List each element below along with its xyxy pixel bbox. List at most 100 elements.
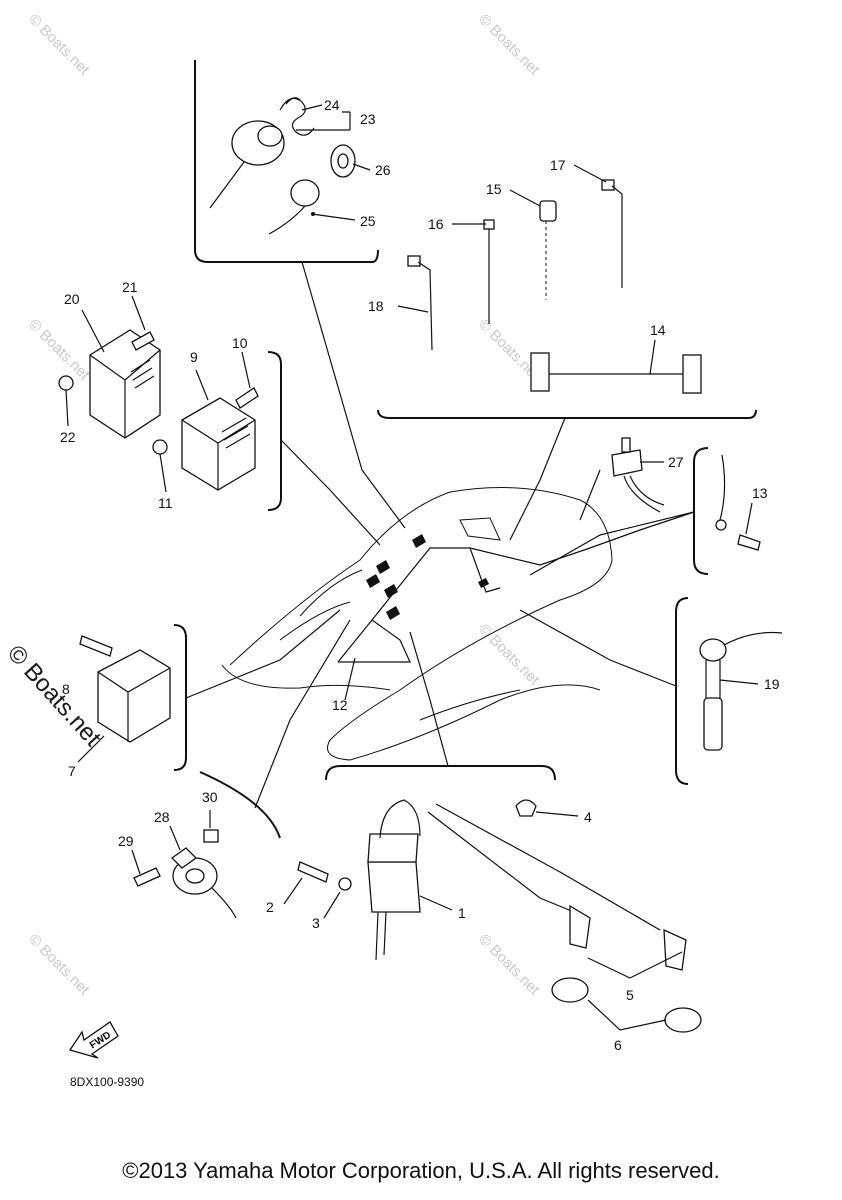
bolt [79,635,113,657]
callout-leader [241,351,251,389]
lanyard-clip [279,97,315,136]
sensor-cable [723,631,783,646]
plug-cap [569,904,591,949]
ground-wire [719,454,726,521]
connector [386,606,400,620]
leader-line [280,439,381,546]
bolt [235,387,259,409]
washer [338,877,352,891]
toggle-switch [611,449,643,477]
hv-lead [435,803,661,931]
sensor-body [703,697,723,751]
callout-leader [745,502,753,535]
leader-line [529,511,695,576]
part-code: 8DX100-9390 [70,1075,144,1089]
callout-27: 27 [668,454,684,470]
callout-leader [81,309,105,353]
callout-29: 29 [118,833,134,849]
plug-cover [551,977,589,1003]
callout-26: 26 [375,162,391,178]
callout-22: 22 [60,429,76,445]
callout-19: 19 [764,676,780,692]
plug-cap [663,928,687,971]
callout-9: 9 [190,349,198,365]
clamp [515,799,537,817]
callout-13: 13 [752,485,768,501]
watermark-text: © Boats.net [475,11,543,79]
callout-leader [77,735,105,763]
copyright-footer: ©2013 Yamaha Motor Corporation, U.S.A. A… [122,1158,720,1183]
leader-line [519,609,677,687]
hull-outline [221,664,391,691]
callout-leader [352,163,371,171]
watermark-text: © Boats.net [25,931,93,999]
callout-leader [344,657,356,701]
callout-12: 12 [332,697,348,713]
callout-leader [587,999,667,1031]
callout-30: 30 [202,789,218,805]
right-groups [519,437,783,785]
callout-leader [131,295,146,331]
wire-harness [469,547,501,593]
pickup-group [131,619,351,919]
watermark-layer: © Boats.net © Boats.net © Boats.net © Bo… [25,11,543,999]
rectifier-edge [97,667,171,742]
callout-3: 3 [312,915,320,931]
callout-leader [509,189,541,207]
clamp-strap [611,185,623,288]
bolt [133,867,161,887]
callout-2: 2 [266,899,274,915]
callout-17: 17 [550,157,566,173]
watermark-text: © Boats.net [25,11,93,79]
callout-leader [323,891,341,919]
callout-1: 1 [458,905,466,921]
watermark-text: © Boats.net [25,316,93,384]
grommet-block [530,352,550,392]
group-bracket [693,447,709,575]
dot-marker [311,212,315,216]
callout-16: 16 [428,216,444,232]
group-bracket [377,409,757,419]
leader-line [254,619,351,809]
bolt [131,331,155,351]
hull-deck [279,569,363,641]
group-bracket [675,597,689,785]
group-bracket [173,624,187,771]
callout-leader [719,679,759,685]
leader-line [579,469,601,521]
connector [366,574,380,588]
callout-leader [649,339,656,375]
hull-stern [419,689,521,721]
switch-wires [623,475,665,513]
ground-terminal [715,519,727,531]
toggle-lever [621,437,631,453]
group-bracket [325,765,556,781]
cdi-fins [130,359,155,389]
connector [478,578,489,588]
connector [376,560,390,574]
connector [384,584,398,598]
hv-lead [427,811,575,913]
callout-leader [169,825,181,851]
callout-23: 23 [360,111,376,127]
box-edge [181,419,256,490]
callout-20: 20 [64,291,80,307]
leader-line [185,609,341,699]
nut [58,375,74,391]
hull-deck [459,517,501,541]
switch-face [257,125,283,147]
callout-leader [397,305,429,313]
callout-15: 15 [486,181,502,197]
lanyard-clip [285,97,301,105]
clamp-strap [417,261,433,351]
callout-24: 24 [324,97,340,113]
callout-14: 14 [650,322,666,338]
collar-part [337,153,349,169]
sensor-cap [699,638,727,662]
hull-and-harness [221,487,695,761]
switch-cable [209,161,245,209]
leader-line [509,417,566,541]
group-bracket [267,351,282,511]
fwd-arrow: FWD [68,1021,119,1059]
callout-21: 21 [122,279,138,295]
